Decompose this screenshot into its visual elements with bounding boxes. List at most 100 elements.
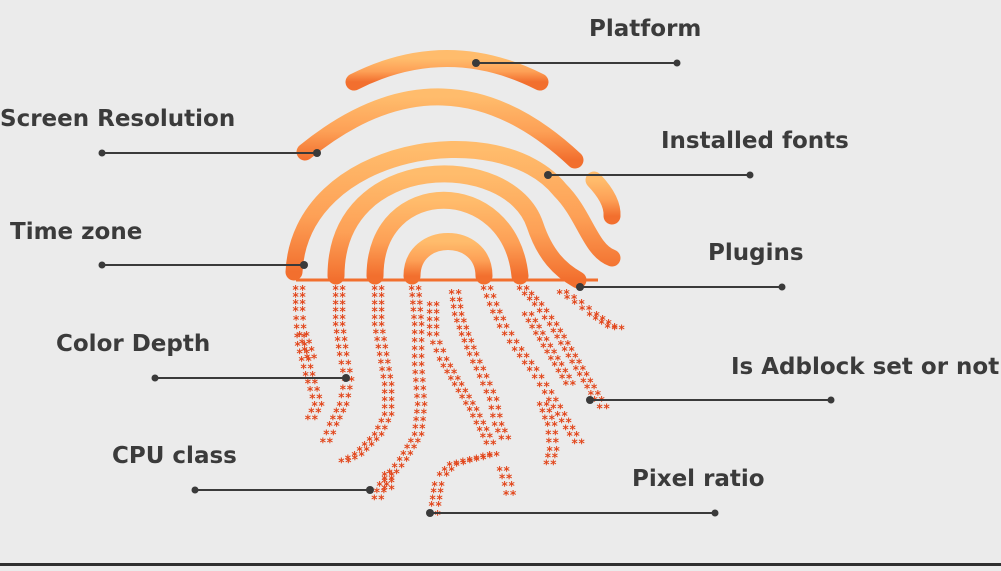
asterisk-mark: * [436,492,443,506]
asterisk-mark: * [552,436,559,450]
asterisk-mark: * [294,330,301,344]
asterisk-mark: * [559,372,566,386]
asterisk-mark: * [461,336,468,350]
asterisk-mark: * [386,364,393,378]
asterisk-mark: * [486,394,493,408]
asterisk-mark: * [562,422,569,436]
leader-anchor-adblock [586,396,594,404]
asterisk-mark: * [438,479,445,493]
asterisk-mark: * [374,334,381,348]
asterisk-mark: * [558,359,565,373]
asterisk-mark: * [498,432,505,446]
asterisk-mark: * [343,349,350,363]
asterisk-mark: * [550,325,557,339]
asterisk-mark: * [470,342,477,356]
asterisk-mark: * [456,322,463,336]
asterisk-mark: * [462,385,469,399]
asterisk-mark: * [572,350,579,364]
asterisk-mark: * [533,294,540,308]
asterisk-mark: * [306,337,313,351]
asterisk-mark: * [307,362,314,376]
asterisk-mark: * [536,334,543,348]
asterisk-mark: * [433,307,440,321]
asterisk-mark: * [538,372,545,386]
asterisk-mark: * [336,349,343,363]
asterisk-mark: * [598,317,605,331]
asterisk-mark: * [431,479,438,493]
asterisk-mark: * [569,422,576,436]
asterisk-mark: * [358,449,365,463]
asterisk-mark: * [418,335,425,349]
asterisk-mark: * [480,283,487,297]
asterisk-mark: * [378,312,385,326]
asterisk-mark: * [426,329,433,343]
asterisk-mark: * [529,322,536,336]
asterisk-mark: * [383,349,390,363]
asterisk-mark: * [586,303,593,317]
asterisk-mark: * [565,350,572,364]
asterisk-mark: * [343,399,350,413]
asterisk-mark: * [448,464,455,478]
asterisk-mark: * [476,356,483,370]
asterisk-mark: * [351,449,358,463]
asterisk-mark: * [503,464,510,478]
asterisk-mark: * [420,414,427,428]
asterisk-mark: * [404,442,411,456]
asterisk-mark: * [557,325,564,339]
asterisk-mark: * [429,492,436,506]
asterisk-mark: * [473,454,480,468]
asterisk-mark: * [554,409,561,423]
asterisk-mark: * [469,356,476,370]
asterisk-mark: * [378,297,385,311]
asterisk-mark: * [384,357,391,371]
asterisk-mark: * [532,315,539,329]
asterisk-mark: * [307,384,314,398]
asterisk-mark: * [381,409,388,423]
asterisk-mark: * [528,288,535,302]
asterisk-mark: * [371,283,378,297]
asterisk-mark: * [583,369,590,383]
fingerprint-ridge-core [403,233,493,285]
asterisk-mark: * [555,365,562,379]
asterisk-mark: * [521,288,528,302]
asterisk-mark: * [569,357,576,371]
asterisk-mark: * [339,382,346,396]
asterisk-mark: * [458,329,465,343]
label-cpu-class: CPU class [112,443,237,469]
asterisk-mark: * [539,406,546,420]
asterisk-mark: * [548,412,555,426]
asterisk-mark: * [543,379,550,393]
asterisk-mark: * [411,429,418,443]
asterisk-mark: * [488,402,495,416]
asterisk-mark: * [554,332,561,346]
leader-dot-adblock [827,396,835,404]
asterisk-mark: * [493,394,500,408]
asterisk-mark: * [476,424,483,438]
asterisk-mark: * [486,379,493,393]
asterisk-mark: * [388,379,395,393]
asterisk-mark: * [412,375,419,389]
asterisk-mark: * [561,344,568,358]
asterisk-mark: * [336,399,343,413]
asterisk-mark: * [571,297,578,311]
asterisk-mark: * [411,335,418,349]
asterisk-mark: * [450,302,457,316]
asterisk-mark: * [579,303,586,317]
asterisk-mark: * [543,457,550,471]
asterisk-mark: * [435,499,442,513]
asterisk-mark: * [309,392,316,406]
asterisk-mark: * [490,437,497,451]
asterisk-mark: * [451,379,458,393]
asterisk-mark: * [411,319,418,333]
asterisk-mark: * [391,460,398,474]
asterisk-mark: * [414,435,421,449]
asterisk-mark: * [371,305,378,319]
asterisk-mark: * [480,364,487,378]
asterisk-mark: * [303,347,310,361]
asterisk-mark: * [292,297,299,311]
asterisk-mark: * [453,316,460,330]
asterisk-mark: * [419,367,426,381]
asterisk-mark: * [516,283,523,297]
asterisk-mark: * [361,439,368,453]
asterisk-mark: * [479,379,486,393]
